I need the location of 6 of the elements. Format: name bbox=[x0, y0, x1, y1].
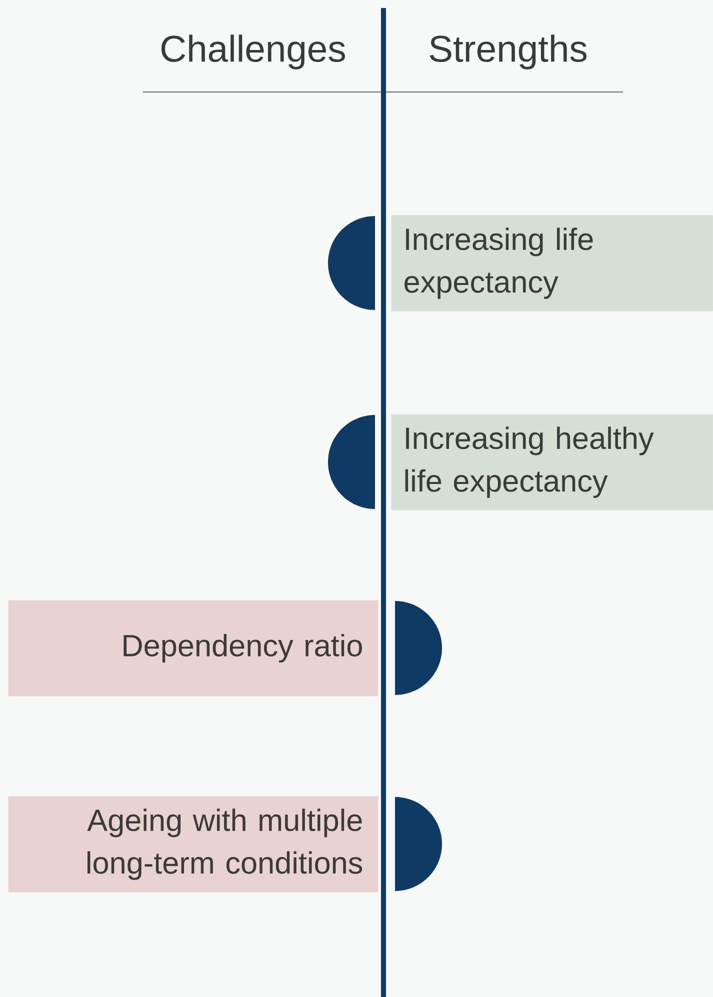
text-box: Dependency ratio bbox=[8, 600, 378, 696]
text-box: Ageing with multiple long-term conditions bbox=[8, 796, 378, 892]
column-heading: Challenges bbox=[162, 34, 345, 70]
column-heading: Strengths bbox=[430, 34, 587, 70]
text-box: Increasing healthy life expectancy bbox=[391, 414, 713, 510]
text-box: Increasing life expectancy bbox=[391, 215, 713, 312]
